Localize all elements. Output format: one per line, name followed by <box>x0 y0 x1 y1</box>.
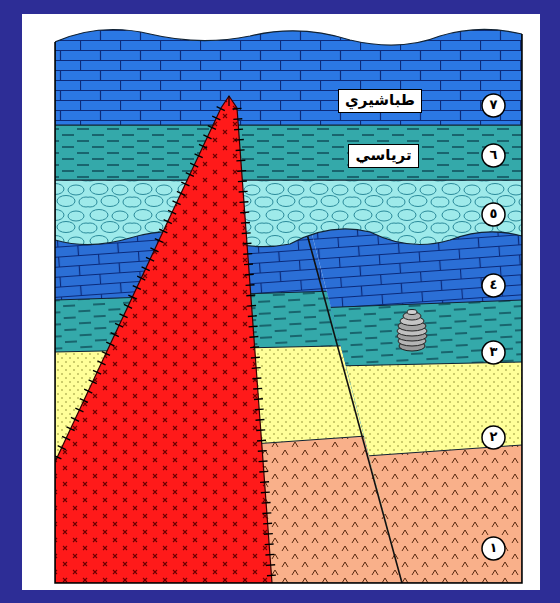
callout-number: ٦ <box>481 143 506 168</box>
callout-circle-outline <box>482 341 505 364</box>
callout-number: ٧ <box>481 93 506 118</box>
callout-text: ٢ <box>490 430 498 445</box>
callout-circle-outline <box>482 94 505 117</box>
section-border <box>55 34 522 583</box>
fault-line <box>307 234 402 583</box>
callout-circle-outline <box>482 203 505 226</box>
callout-circle-outline <box>482 537 505 560</box>
period-label: ترياسي <box>348 144 419 168</box>
callout-circle-outline <box>482 274 505 297</box>
callout-number: ٣ <box>481 340 506 365</box>
layer-7 <box>55 29 522 125</box>
strata <box>55 29 522 583</box>
callout-number: ٢ <box>481 425 506 450</box>
callout-number: ١ <box>481 536 506 561</box>
panel <box>22 14 540 590</box>
callout-text: ٥ <box>490 207 498 222</box>
layer-5 <box>55 180 522 247</box>
contact-ticks <box>228 96 229 106</box>
callout-circle-outline <box>482 144 505 167</box>
period-label: طباشيري <box>338 89 422 113</box>
callout-text: ٣ <box>490 345 498 360</box>
callout-number: ٤ <box>481 273 506 298</box>
callout-text: ٧ <box>490 98 498 113</box>
callout-text: ١ <box>490 541 498 556</box>
label-text: ترياسي <box>355 147 411 164</box>
callout-text: ٦ <box>490 148 498 163</box>
label-text: طباشيري <box>345 92 415 109</box>
layer-6 <box>55 125 522 180</box>
contact-ticks <box>237 108 272 583</box>
callout-number: ٥ <box>481 202 506 227</box>
callout-circle-outline <box>482 426 505 449</box>
callout-text: ٤ <box>490 278 498 293</box>
igneous-intrusion <box>55 96 272 583</box>
fossil-icon <box>397 310 427 352</box>
contact-ticks <box>55 108 221 462</box>
